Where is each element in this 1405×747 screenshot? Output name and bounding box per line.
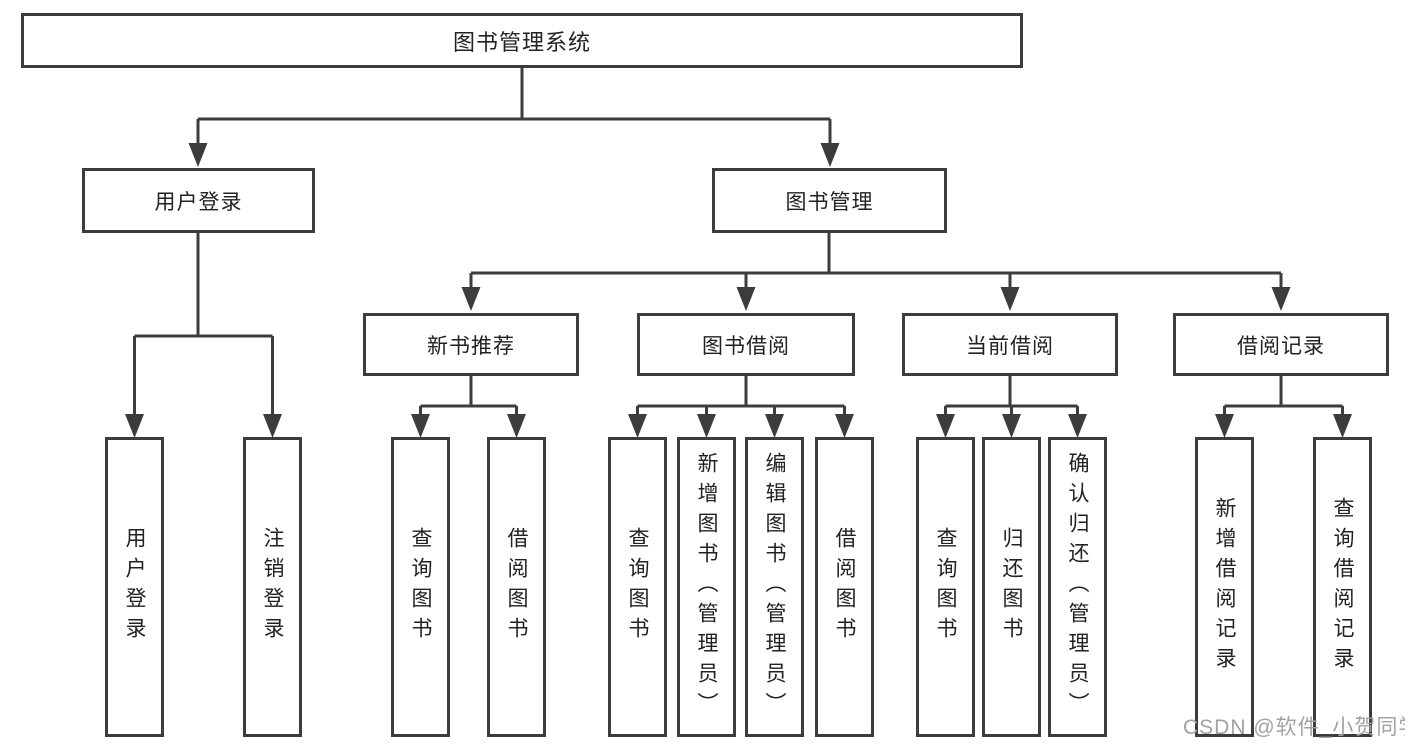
- leaf-borrow-query-books-label: 查询图书: [626, 527, 649, 647]
- node-book-management: 图书管理: [712, 168, 947, 233]
- arrow-down-icon: [1068, 414, 1087, 438]
- leaf-user-login-label: 用户登录: [123, 527, 146, 647]
- arrow-down-icon: [628, 414, 647, 438]
- leaf-borrow-edit-books-admin-label: 编辑图书（管理员）: [763, 452, 786, 722]
- leaf-recommend-query-books-label: 查询图书: [409, 527, 432, 647]
- arrow-down-icon: [936, 414, 955, 438]
- arrow-down-icon: [765, 414, 784, 438]
- arrow-down-icon: [263, 414, 282, 438]
- node-borrow-records: 借阅记录: [1173, 313, 1389, 376]
- node-new-book-recommend: 新书推荐: [363, 313, 579, 376]
- leaf-borrow-edit-books-admin: 编辑图书（管理员）: [745, 437, 804, 737]
- connector-root-to-level2: [188, 68, 840, 167]
- leaf-records-add-record-label: 新增借阅记录: [1213, 497, 1236, 677]
- leaf-records-query-record-label: 查询借阅记录: [1331, 497, 1354, 677]
- leaf-borrow-borrow-books-label: 借阅图书: [833, 527, 856, 647]
- arrow-down-icon: [736, 287, 756, 311]
- leaf-current-query-books-label: 查询图书: [934, 527, 957, 647]
- arrow-down-icon: [1002, 414, 1021, 438]
- csdn-watermark: CSDN @软件_小贺同学: [1183, 716, 1405, 739]
- arrow-down-icon: [507, 414, 526, 438]
- leaf-records-add-record: 新增借阅记录: [1195, 437, 1254, 737]
- node-current-borrow-label: 当前借阅: [966, 334, 1054, 358]
- leaf-current-confirm-return-admin: 确认归还（管理员）: [1048, 437, 1107, 737]
- node-user-login: 用户登录: [82, 168, 315, 233]
- arrow-down-icon: [188, 143, 208, 167]
- node-current-borrow: 当前借阅: [902, 313, 1118, 376]
- leaf-records-query-record: 查询借阅记录: [1313, 437, 1372, 737]
- arrow-down-icon: [1215, 414, 1234, 438]
- leaf-borrow-add-books-admin-label: 新增图书（管理员）: [695, 452, 718, 722]
- arrow-down-icon: [461, 287, 481, 311]
- node-borrow-records-label: 借阅记录: [1237, 334, 1325, 358]
- leaf-borrow-borrow-books: 借阅图书: [815, 437, 874, 737]
- arrow-down-icon: [1333, 414, 1352, 438]
- leaf-current-return-books-label: 归还图书: [1000, 527, 1023, 647]
- leaf-recommend-borrow-books: 借阅图书: [487, 437, 546, 737]
- arrow-down-icon: [820, 143, 840, 167]
- arrow-down-icon: [1000, 287, 1020, 311]
- node-root-system: 图书管理系统: [21, 13, 1023, 68]
- leaf-current-return-books: 归还图书: [982, 437, 1041, 737]
- leaf-recommend-borrow-books-label: 借阅图书: [505, 527, 528, 647]
- connector-borrow-to-leaves: [628, 376, 854, 438]
- node-user-login-label: 用户登录: [154, 190, 243, 214]
- leaf-borrow-query-books: 查询图书: [608, 437, 667, 737]
- node-book-borrow: 图书借阅: [637, 313, 855, 376]
- node-root-system-label: 图书管理系统: [452, 29, 591, 55]
- connector-management-to-level3: [461, 233, 1291, 311]
- connector-records-to-leaves: [1215, 376, 1352, 438]
- leaf-borrow-add-books-admin: 新增图书（管理员）: [677, 437, 736, 737]
- node-new-book-recommend-label: 新书推荐: [427, 334, 515, 358]
- node-book-management-label: 图书管理: [785, 190, 874, 214]
- connector-current-to-leaves: [936, 376, 1087, 438]
- leaf-current-confirm-return-admin-label: 确认归还（管理员）: [1066, 452, 1089, 722]
- leaf-logout: 注销登录: [243, 437, 302, 737]
- arrow-down-icon: [411, 414, 430, 438]
- leaf-logout-label: 注销登录: [261, 527, 284, 647]
- arrow-down-icon: [835, 414, 854, 438]
- node-book-borrow-label: 图书借阅: [702, 334, 790, 358]
- leaf-recommend-query-books: 查询图书: [391, 437, 450, 737]
- leaf-current-query-books: 查询图书: [916, 437, 975, 737]
- arrow-down-icon: [1271, 287, 1291, 311]
- arrow-down-icon: [125, 414, 144, 438]
- connector-login-to-leaves: [125, 233, 282, 438]
- arrow-down-icon: [697, 414, 716, 438]
- connector-recommend-to-leaves: [411, 376, 526, 438]
- leaf-user-login: 用户登录: [105, 437, 164, 737]
